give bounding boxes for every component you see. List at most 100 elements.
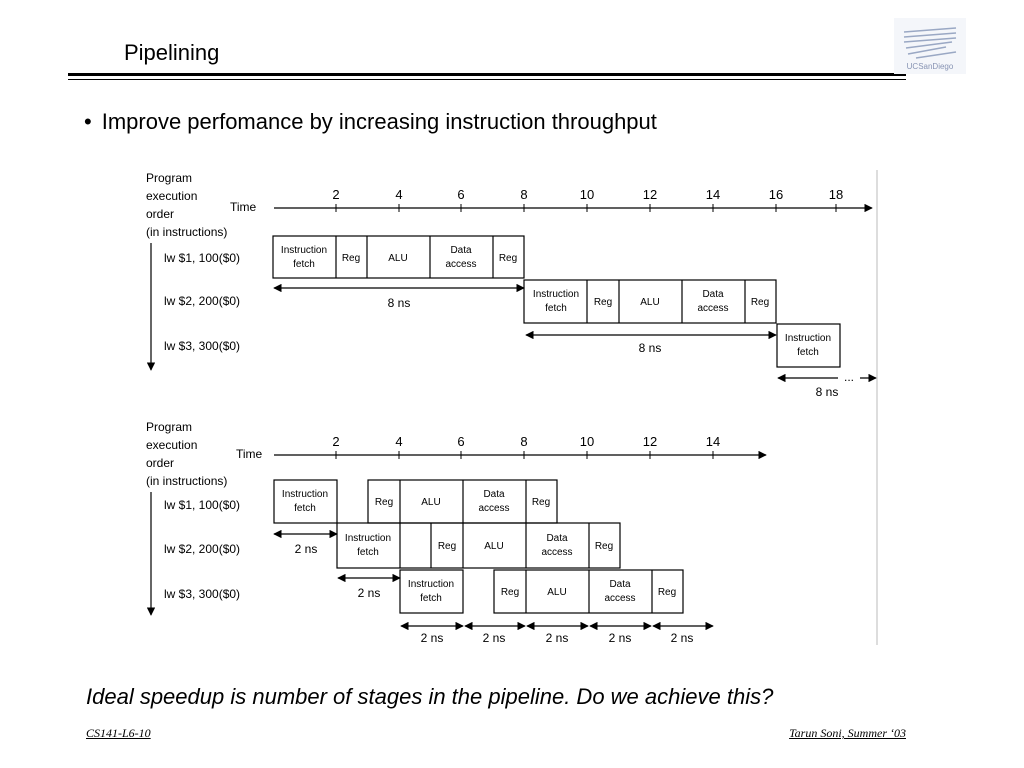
stage-ifetch: Instruction: [282, 489, 328, 500]
instruction-label: lw $1, 100($0): [164, 498, 240, 512]
duration-label: 8 ns: [639, 341, 662, 355]
stage-row: [272, 235, 525, 279]
stage-ifetch: Instruction: [345, 533, 391, 544]
title-rule-thick: [68, 73, 906, 76]
footer-author[interactable]: Tarun Soni, Summer ‘03: [789, 726, 906, 740]
stage-data: access: [604, 593, 635, 604]
tick-label: 10: [580, 187, 594, 202]
time-label: Time: [236, 447, 263, 461]
time-label: Time: [230, 200, 257, 214]
stage-ifetch: fetch: [545, 303, 567, 314]
tick-label: 8: [520, 434, 527, 449]
stage-row: [399, 569, 684, 614]
duration-label: 8 ns: [816, 385, 839, 399]
tick-label: 10: [580, 434, 594, 449]
stage-time-label: 2 ns: [421, 631, 444, 645]
stage-row: [523, 279, 777, 324]
tick-label: 6: [457, 434, 464, 449]
nonpipelined-diagram: Program execution order (in instructions…: [146, 171, 877, 399]
stage-data: Data: [546, 533, 568, 544]
ellipsis: ...: [844, 370, 854, 384]
bullet-point: • Improve perfomance by increasing instru…: [84, 109, 657, 135]
axis-label-line: execution: [146, 189, 197, 203]
title-rule-thin: [68, 79, 906, 80]
stage-data: access: [697, 303, 728, 314]
stage-ifetch: Instruction: [533, 289, 579, 300]
stage-reg: Reg: [501, 587, 519, 598]
offset-label: 2 ns: [295, 542, 318, 556]
axis-label-line: Program: [146, 420, 192, 434]
stage-data: Data: [483, 489, 505, 500]
slide-title: Pipelining: [124, 40, 220, 65]
stage-reg: Reg: [594, 297, 612, 308]
tick-label: 12: [643, 434, 657, 449]
stage-data: access: [478, 503, 509, 514]
ellipsis-mask: [838, 371, 860, 383]
stage-alu: ALU: [640, 297, 659, 308]
stage-reg: Reg: [438, 541, 456, 552]
stage-reg: Reg: [751, 297, 769, 308]
stage-ifetch: Instruction: [281, 245, 327, 256]
axis-label-line: execution: [146, 438, 197, 452]
tick-label: 2: [332, 187, 339, 202]
instruction-label: lw $2, 200($0): [164, 542, 240, 556]
stage-data: access: [541, 547, 572, 558]
tick-label: 18: [829, 187, 843, 202]
stage-reg: Reg: [375, 497, 393, 508]
tick-label: 4: [395, 434, 402, 449]
stage-row: [336, 522, 621, 569]
stage-alu: ALU: [421, 497, 440, 508]
stage-time-label: 2 ns: [483, 631, 506, 645]
stage-reg: Reg: [342, 253, 360, 264]
time-ticks: [335, 451, 714, 459]
stage-ifetch: fetch: [293, 259, 315, 270]
instruction-label: lw $3, 300($0): [164, 587, 240, 601]
tick-label: 2: [332, 434, 339, 449]
time-ticks: [335, 204, 837, 212]
tick-label: 6: [457, 187, 464, 202]
stage-time-label: 2 ns: [671, 631, 694, 645]
axis-label-line: Program: [146, 171, 192, 185]
tick-label: 14: [706, 187, 720, 202]
stage-reg: Reg: [595, 541, 613, 552]
pipelined-diagram: Program execution order (in instructions…: [146, 420, 767, 645]
duration-label: 8 ns: [388, 296, 411, 310]
bullet-text: Improve perfomance by increasing instruc…: [101, 109, 657, 134]
stage-reg: Reg: [658, 587, 676, 598]
stage-alu: ALU: [388, 253, 407, 264]
stage-row: [776, 323, 841, 368]
axis-label-line: order: [146, 456, 174, 470]
instruction-label: lw $1, 100($0): [164, 251, 240, 265]
stage-ifetch: fetch: [294, 503, 316, 514]
logo-text: UCSanDiego: [907, 62, 954, 71]
tick-label: 16: [769, 187, 783, 202]
stage-alu: ALU: [484, 541, 503, 552]
stage-alu: ALU: [547, 587, 566, 598]
instruction-label: lw $3, 300($0): [164, 339, 240, 353]
tick-label: 8: [520, 187, 527, 202]
stage-ifetch: Instruction: [408, 579, 454, 590]
stage-reg: Reg: [532, 497, 550, 508]
ucsd-logo-icon: UCSanDiego: [894, 18, 966, 74]
stage-reg: Reg: [499, 253, 517, 264]
axis-label-line: (in instructions): [146, 474, 227, 488]
conclusion-text: Ideal speedup is number of stages in the…: [86, 684, 774, 709]
stage-data: Data: [609, 579, 631, 590]
tick-label: 14: [706, 434, 720, 449]
footer-slide-id[interactable]: CS141-L6-10: [86, 726, 151, 740]
stage-ifetch: Instruction: [785, 333, 831, 344]
stage-data: Data: [702, 289, 724, 300]
stage-data: Data: [450, 245, 472, 256]
stage-data: access: [445, 259, 476, 270]
stage-time-label: 2 ns: [546, 631, 569, 645]
stage-ifetch: fetch: [797, 347, 819, 358]
instruction-label: lw $2, 200($0): [164, 294, 240, 308]
stage-ifetch: fetch: [357, 547, 379, 558]
offset-label: 2 ns: [358, 586, 381, 600]
stage-ifetch: fetch: [420, 593, 442, 604]
axis-label-line: (in instructions): [146, 225, 227, 239]
stage-row: [273, 479, 558, 524]
stage-time-label: 2 ns: [609, 631, 632, 645]
bullet-dot: •: [84, 109, 92, 134]
tick-label: 4: [395, 187, 402, 202]
